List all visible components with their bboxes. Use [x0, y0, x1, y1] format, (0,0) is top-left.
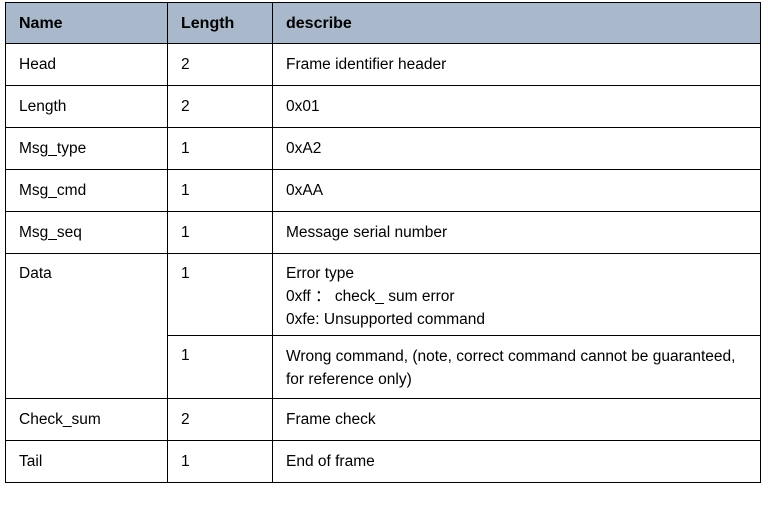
table-row: Msg_type 1 0xA2: [5, 127, 761, 170]
cell-field-length: 2: [167, 43, 273, 86]
cell-field-describe: Frame check: [272, 398, 761, 441]
cell-field-name: Msg_seq: [5, 211, 168, 254]
column-header-describe: describe: [272, 2, 761, 44]
cell-field-length: 1: [167, 169, 273, 212]
table-row: 1 Wrong command, (note, correct command …: [6, 335, 761, 399]
cell-field-describe: Message serial number: [272, 211, 761, 254]
cell-field-name: Tail: [5, 440, 168, 483]
table-row: Msg_seq 1 Message serial number: [5, 211, 761, 254]
cell-field-name: Head: [5, 43, 168, 86]
cell-field-name: Msg_cmd: [5, 169, 168, 212]
cell-field-name: Msg_type: [5, 127, 168, 170]
field-describe-wrongcommand: Wrong command, (note, correct command ca…: [286, 348, 736, 388]
cell-field-length: 1: [167, 335, 273, 399]
cell-field-describe: 0xA2: [272, 127, 761, 170]
table-row: Head 2 Frame identifier header: [5, 43, 761, 86]
field-length-value: 1: [181, 347, 190, 364]
column-header-name: Name: [5, 2, 168, 44]
table-header: Name Length describe: [5, 2, 761, 44]
field-describe-errortype: Error type 0xff ： check_ sum error 0xfe:…: [286, 265, 486, 328]
table-row: Tail 1 End of frame: [5, 440, 761, 483]
table-row: Data 1 Error type 0xff ： check_ sum erro…: [5, 253, 761, 399]
cell-field-length: 2: [167, 398, 273, 441]
cell-field-length: 1: [167, 440, 273, 483]
cell-field-describe: Frame identifier header: [272, 43, 761, 86]
table-body: Head 2 Frame identifier header Length 2 …: [5, 43, 761, 483]
cell-field-describe: Wrong command, (note, correct command ca…: [272, 335, 761, 399]
cell-field-length: 1: [167, 253, 273, 336]
cell-field-describe: End of frame: [272, 440, 761, 483]
cell-field-name: Check_sum: [5, 398, 168, 441]
protocol-frame-table: Name Length describe Head 2 Frame identi…: [5, 2, 761, 483]
cell-field-length: 1: [167, 127, 273, 170]
cell-field-length: 2: [167, 85, 273, 128]
table-header-row: Name Length describe: [5, 2, 761, 44]
field-length-value: 1: [181, 265, 190, 282]
cell-field-describe: 0x01: [272, 85, 761, 128]
field-name-data: Data: [19, 265, 52, 282]
cell-field-name: Data: [5, 253, 168, 399]
column-header-length: Length: [167, 2, 273, 44]
table-row: Length 2 0x01: [5, 85, 761, 128]
cell-field-name: Length: [5, 85, 168, 128]
cell-field-describe: Error type 0xff ： check_ sum error 0xfe:…: [272, 253, 761, 336]
table-row: Check_sum 2 Frame check: [5, 398, 761, 441]
table-row: Msg_cmd 1 0xAA: [5, 169, 761, 212]
cell-field-describe: 0xAA: [272, 169, 761, 212]
cell-field-length: 1: [167, 211, 273, 254]
